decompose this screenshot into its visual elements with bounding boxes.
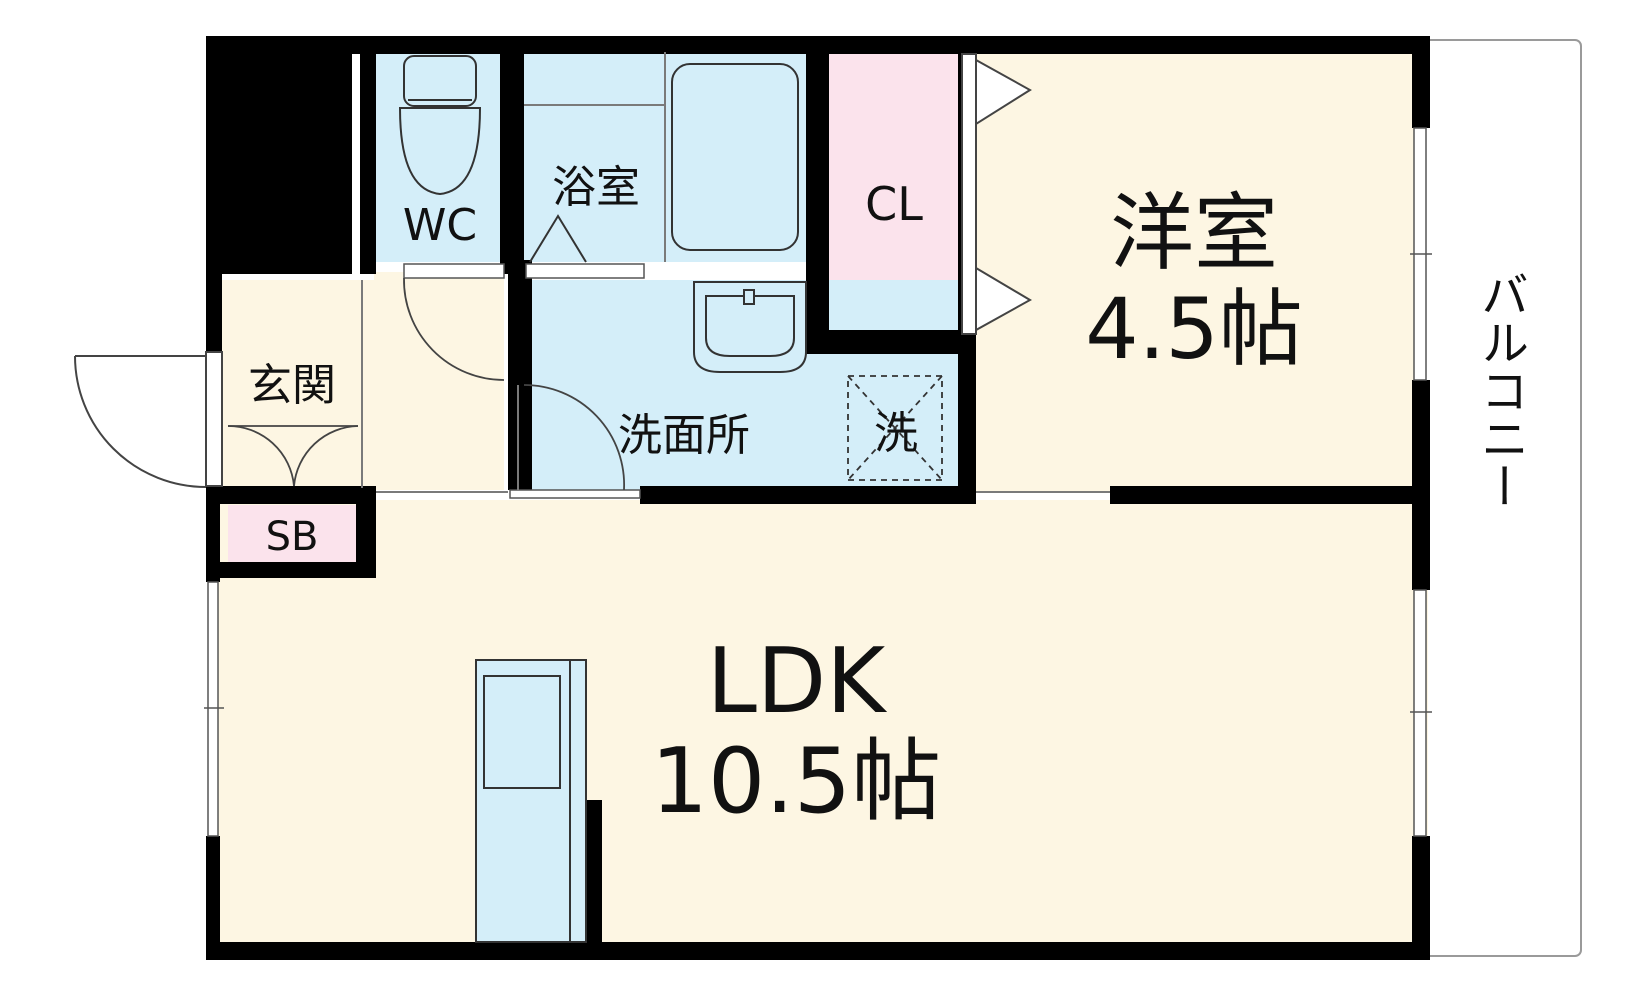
bathtub-icon bbox=[671, 63, 799, 251]
ldk-floor bbox=[210, 500, 1428, 950]
western-room-size: 4.5帖 bbox=[1085, 280, 1303, 378]
wc-label: WC bbox=[403, 200, 477, 251]
washroom-door bbox=[517, 384, 625, 491]
western-room-doors bbox=[961, 53, 1033, 335]
door-frames bbox=[403, 263, 645, 499]
bath-door-icon bbox=[529, 214, 587, 263]
kitchen-unit bbox=[475, 659, 587, 943]
shoe-box-label: SB bbox=[266, 514, 319, 560]
ldk-size: 10.5帖 bbox=[651, 729, 941, 834]
western-room-name: 洋室 bbox=[1110, 184, 1278, 282]
ldk-name: LDK bbox=[707, 629, 887, 734]
hall-door bbox=[403, 277, 505, 381]
washer-slot bbox=[847, 375, 943, 481]
entrance-inner-doors bbox=[227, 425, 359, 487]
washer-label: 洗 bbox=[874, 408, 918, 459]
windows bbox=[204, 127, 1432, 837]
walls bbox=[206, 36, 1430, 960]
balcony-label: バルコニー bbox=[1472, 270, 1528, 510]
shoe-box-floor bbox=[228, 505, 360, 563]
western-room-floor bbox=[972, 52, 1420, 492]
entrance-floor bbox=[220, 280, 374, 490]
hall-floor bbox=[374, 272, 504, 490]
sink-icon bbox=[693, 281, 807, 373]
closet-label: CL bbox=[865, 177, 923, 231]
partitions bbox=[361, 52, 1110, 493]
toilet-icon bbox=[398, 55, 482, 196]
washroom-label: 洗面所 bbox=[618, 410, 750, 461]
bath-label: 浴室 bbox=[552, 162, 640, 213]
entrance-door bbox=[74, 351, 223, 488]
entrance-label: 玄関 bbox=[248, 360, 336, 411]
